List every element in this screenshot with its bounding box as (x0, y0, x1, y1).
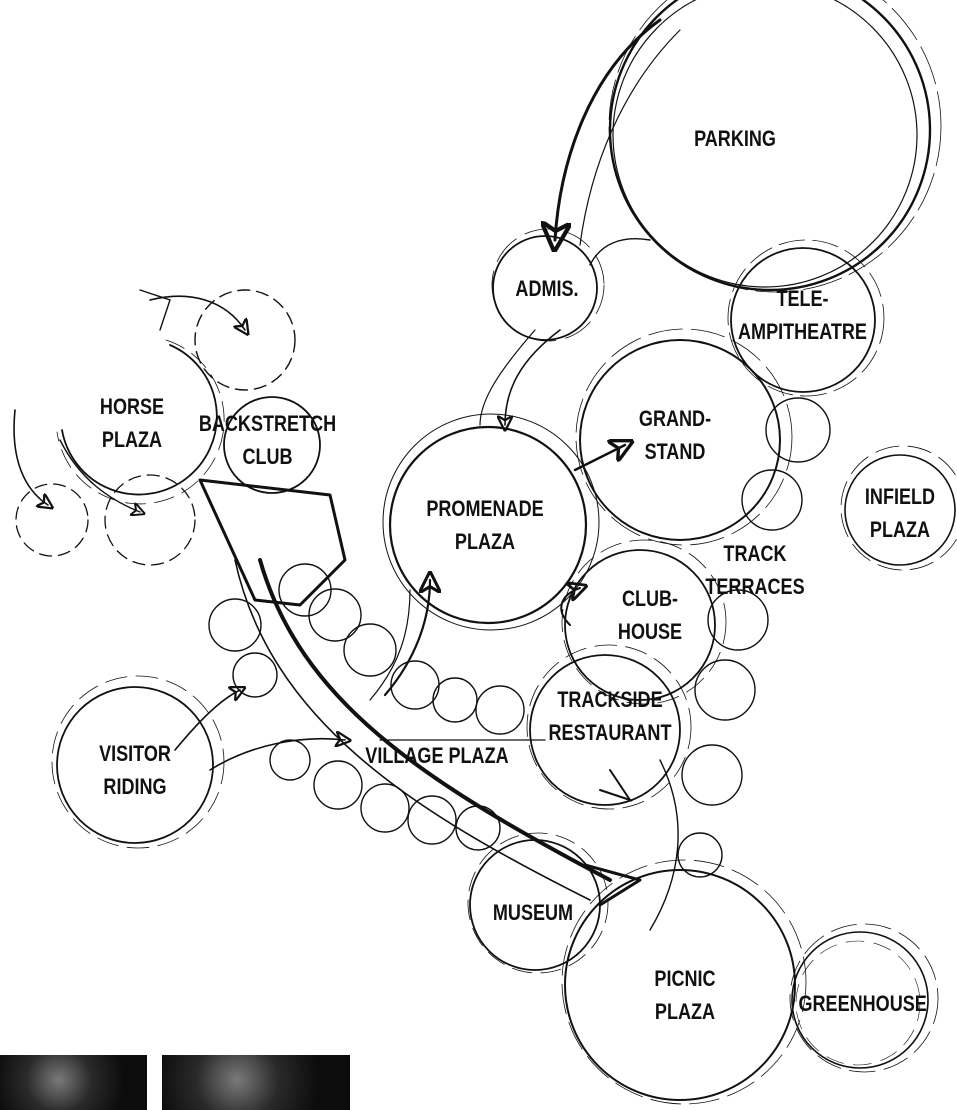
horse-plaza-label: HORSE PLAZA (91, 390, 173, 456)
picnic-plaza-label: PICNIC PLAZA (640, 962, 730, 1028)
backstretch-club-label: BACKSTRETCH CLUB (196, 407, 340, 473)
clubhouse-label: CLUB- HOUSE (609, 582, 691, 648)
parking-label: PARKING (690, 122, 780, 155)
village-plaza-label: VILLAGE PLAZA (365, 739, 504, 772)
admissions-label: ADMIS. (510, 272, 584, 305)
greenhouse-label: GREENHOUSE (799, 987, 922, 1020)
infield-plaza-label: INFIELD PLAZA (855, 480, 945, 546)
tele-ampitheatre-label: TELE- AMPITHEATRE (731, 282, 875, 348)
visitor-riding-label: VISITOR RIDING (86, 737, 184, 803)
grandstand-label: GRAND- STAND (630, 402, 720, 468)
museum-label: MUSEUM (488, 896, 578, 929)
promenade-plaza-label: PROMENADE PLAZA (419, 492, 550, 558)
photo-thumbnail-left (0, 1055, 147, 1110)
track-terraces-label: TRACK TERRACES (702, 537, 809, 603)
trackside-restaurant-label: TRACKSIDE RESTAURANT (544, 683, 675, 749)
photo-thumbnail-right (162, 1055, 350, 1110)
